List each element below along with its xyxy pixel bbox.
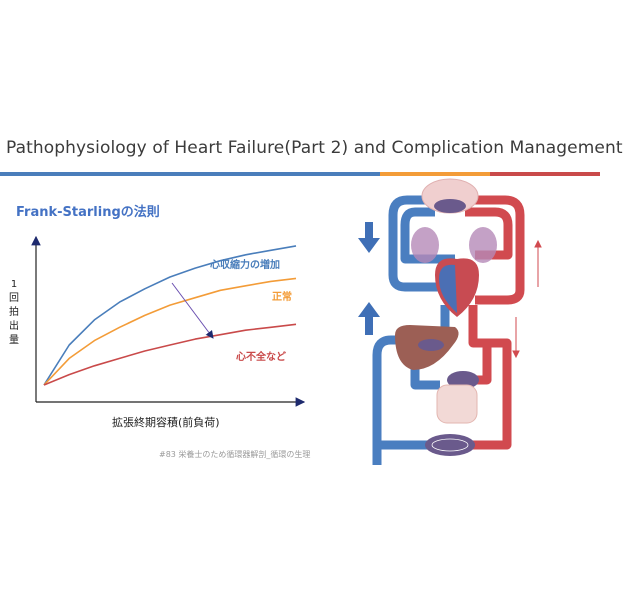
- y-axis-label-char: 1: [10, 279, 18, 290]
- trend-arrow: [171, 282, 214, 339]
- lung-right-icon: [469, 227, 497, 263]
- x-axis-label: 拡張終期容積(前負荷): [112, 416, 220, 429]
- intestine-icon: [436, 384, 478, 424]
- down-arrow-icon: [358, 222, 380, 253]
- series-layer: [43, 245, 297, 386]
- y-axis-label: 1 回 拍 出 量: [8, 278, 20, 348]
- y-axis-label-char: 拍: [9, 307, 19, 318]
- slide-caption: #83 栄養士のため循環器解剖_循環の生理: [159, 450, 311, 459]
- header-bar-red: [490, 172, 600, 176]
- frank-starling-chart: 心収縮力の増加 正常 心不全など: [31, 235, 306, 407]
- up-arrow-icon: [358, 302, 380, 335]
- circulation-diagram: [358, 178, 542, 465]
- y-axis-label-char: 出: [9, 321, 19, 332]
- series-label-contractility: 心収縮力の増加: [210, 258, 280, 271]
- capillary-bed-icon: [425, 434, 475, 456]
- series-line-contractility: [43, 245, 297, 386]
- header-bar-orange: [380, 172, 490, 176]
- y-axis-label-char: 回: [9, 293, 19, 304]
- flow-arrow-up-icon: [534, 239, 542, 287]
- capillary-bed-icon: [434, 199, 466, 213]
- series-line-failure: [43, 323, 297, 386]
- capillary-bed-icon: [418, 339, 444, 351]
- heart-right-side: [439, 264, 457, 313]
- series-label-normal: 正常: [272, 290, 292, 303]
- flow-arrow-down-icon: [512, 317, 520, 359]
- lung-left-icon: [411, 227, 439, 263]
- header-bar-blue: [0, 172, 380, 176]
- series-label-failure: 心不全など: [236, 350, 286, 363]
- series-line-normal: [43, 277, 297, 386]
- capillary-bed-highlight: [431, 438, 469, 452]
- y-axis-label-char: 量: [9, 335, 19, 346]
- chart-subtitle: Frank-Starlingの法則: [16, 205, 160, 220]
- page-title: Pathophysiology of Heart Failure(Part 2)…: [6, 138, 623, 158]
